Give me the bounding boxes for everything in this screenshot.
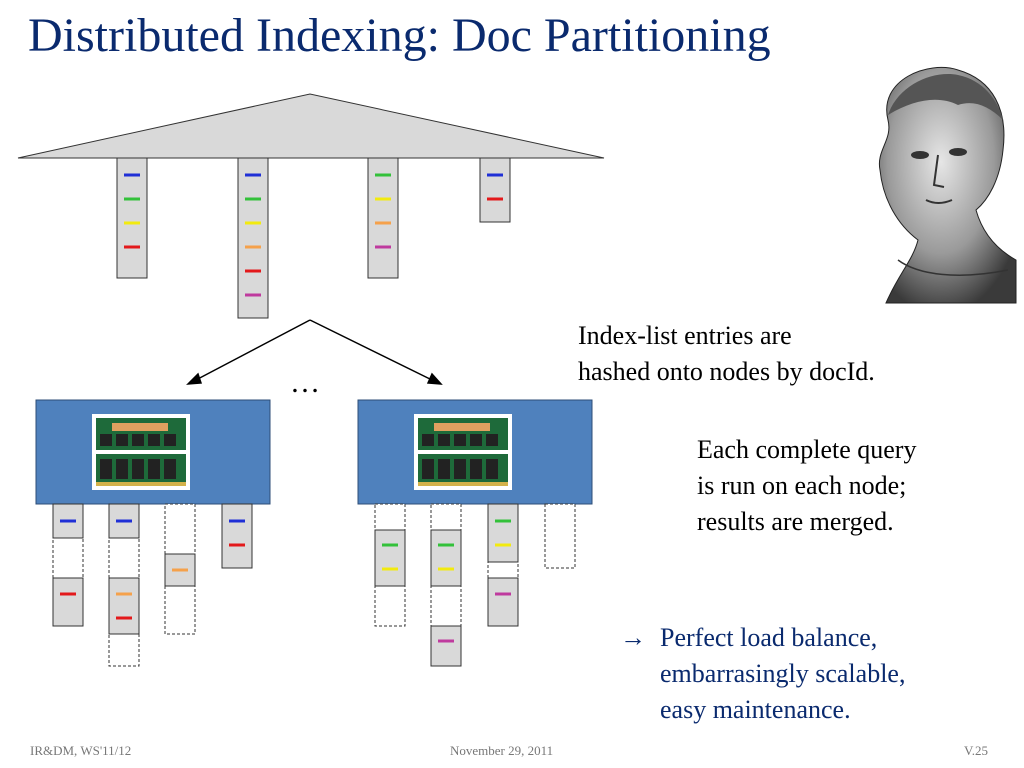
bullet-line: embarrasingly scalable, <box>660 659 906 688</box>
note-line: results are merged. <box>697 507 894 536</box>
note-line: Index-list entries are <box>578 321 792 350</box>
greek-bust-icon <box>878 66 1017 304</box>
footer-date: November 29, 2011 <box>450 743 554 758</box>
bullet-line: easy maintenance. <box>660 695 851 724</box>
right-arrow-icon: → <box>620 623 646 652</box>
global-index-tree <box>17 93 605 159</box>
slide-title: Distributed Indexing: Doc Partitioning <box>28 9 771 62</box>
index-list <box>237 157 269 319</box>
ellipsis: … <box>290 366 320 399</box>
ram-module-icon <box>92 414 190 490</box>
arrowhead-right <box>426 372 443 385</box>
bullet-benefits: → Perfect load balance, embarrasingly sc… <box>620 620 905 728</box>
index-list <box>116 157 148 279</box>
index-list <box>367 157 399 279</box>
note-query: Each complete query is run on each node;… <box>697 432 916 540</box>
footer-slide-number: V.25 <box>964 743 988 758</box>
note-line: hashed onto nodes by docId. <box>578 357 875 386</box>
note-hashing: Index-list entries are hashed onto nodes… <box>578 318 875 390</box>
note-line: is run on each node; <box>697 471 907 500</box>
arrowhead-left <box>186 372 203 385</box>
bullet-line: Perfect load balance, <box>660 623 878 652</box>
global-index-lists <box>116 157 511 319</box>
ram-module-icon <box>414 414 512 490</box>
index-list <box>479 157 511 223</box>
node-2 <box>357 399 593 667</box>
distribution-arrows <box>186 319 443 385</box>
note-line: Each complete query <box>697 435 917 464</box>
footer-course: IR&DM, WS'11/12 <box>30 743 132 758</box>
node-1 <box>35 399 271 667</box>
